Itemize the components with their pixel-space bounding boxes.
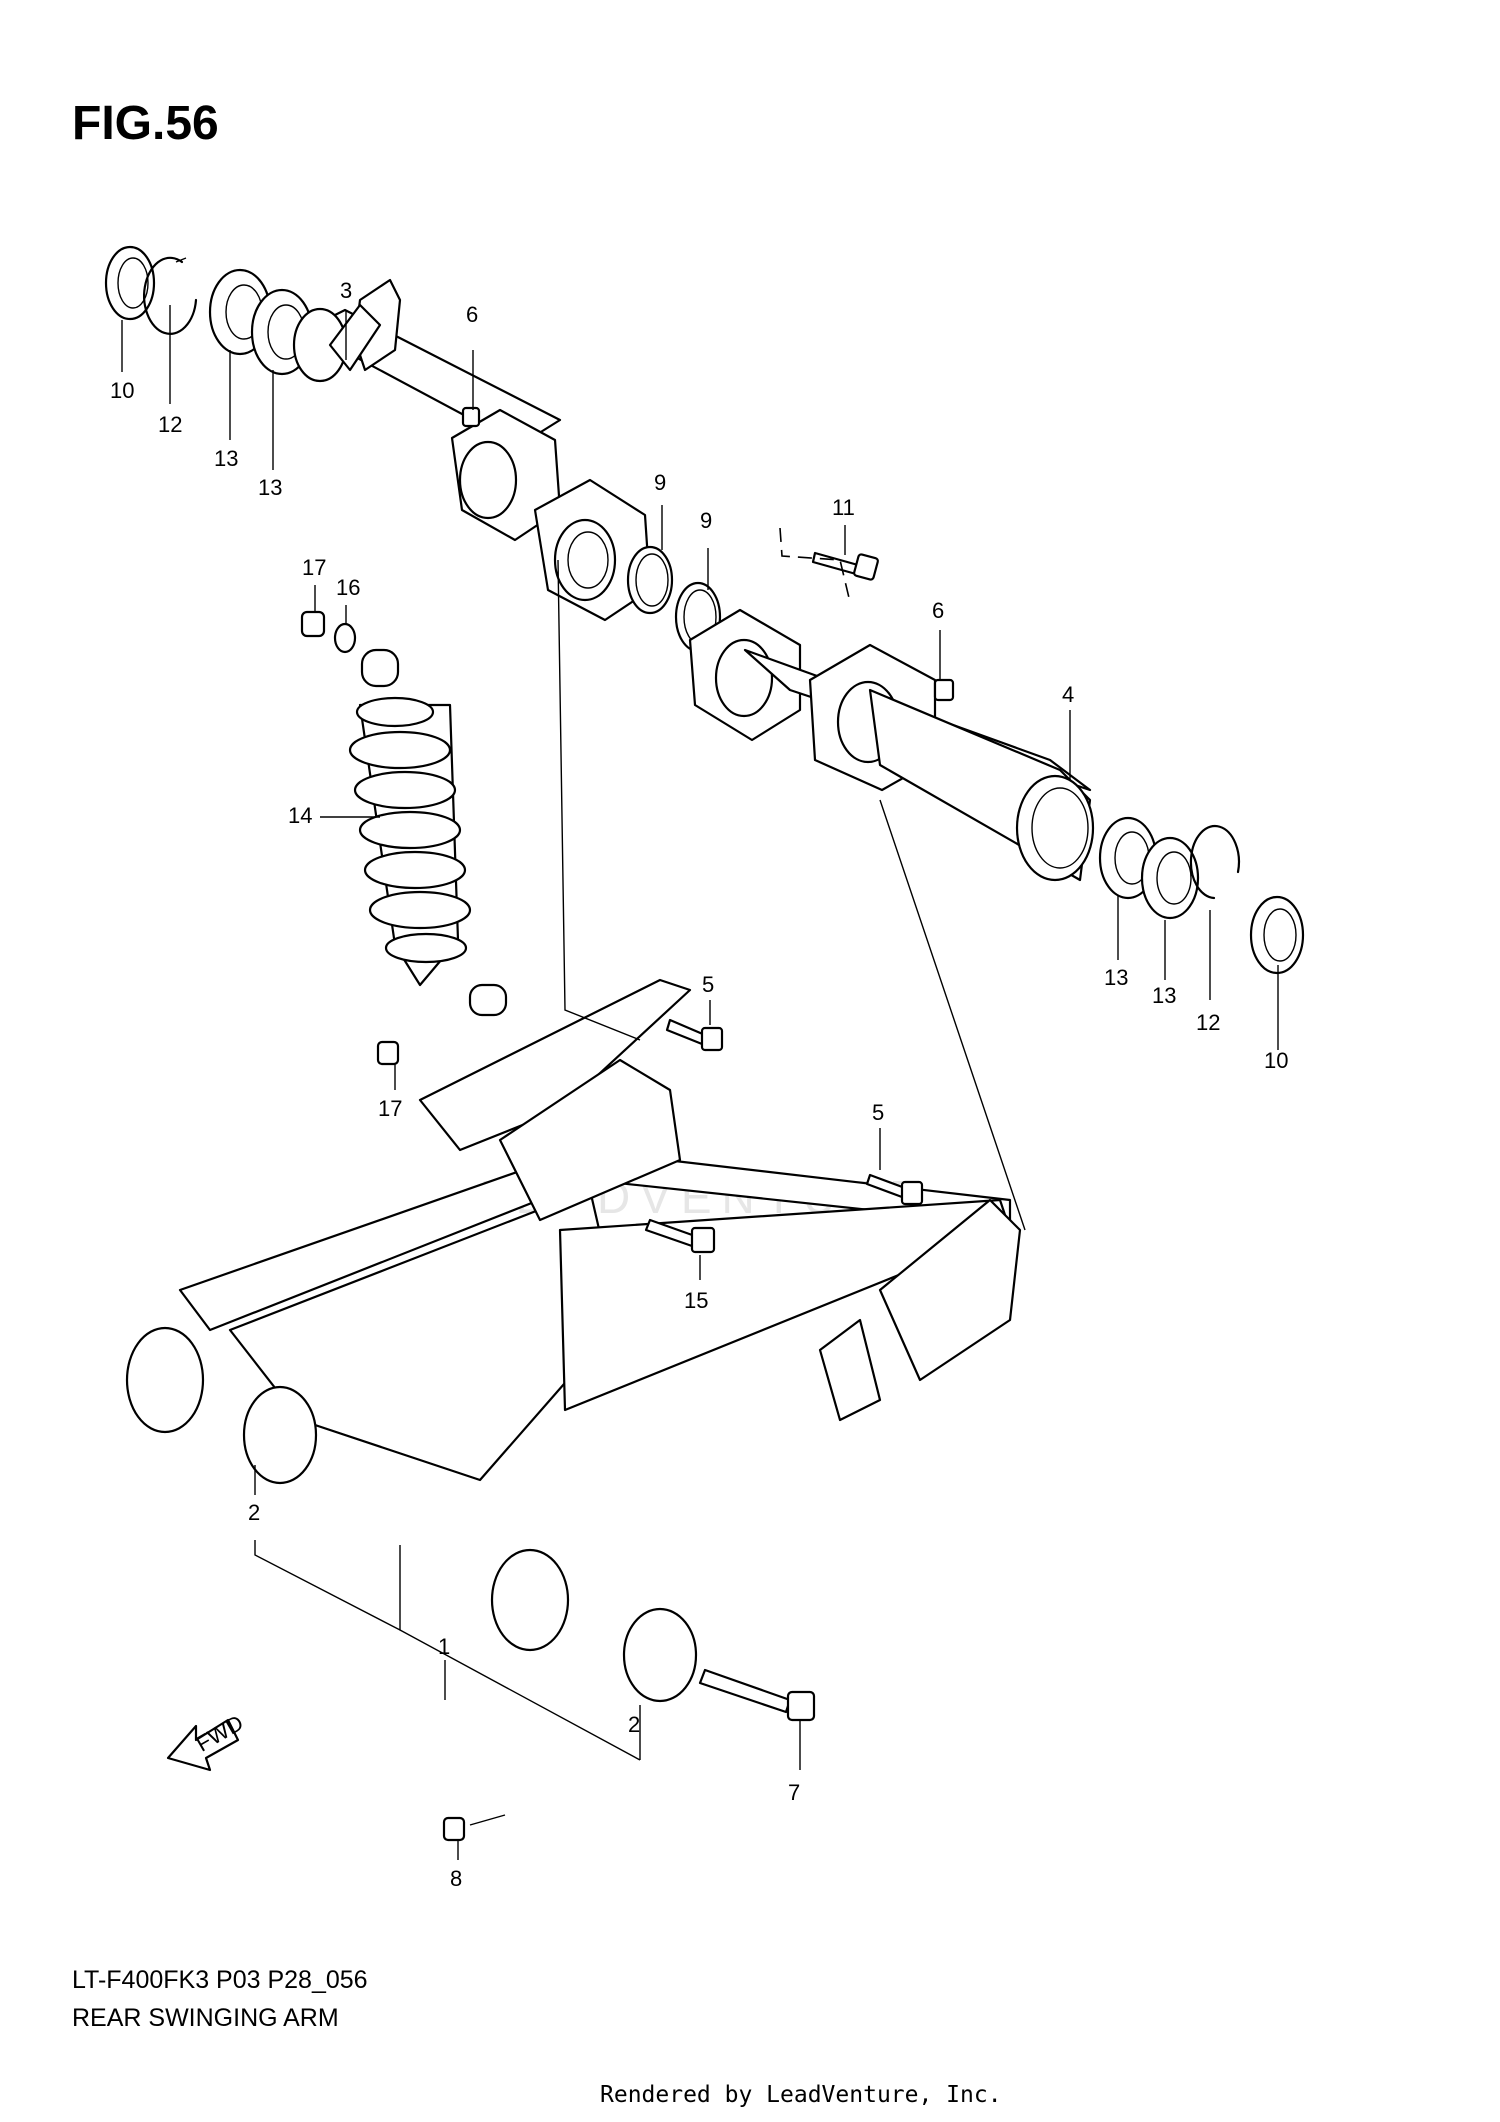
diagram-caption: REAR SWINGING ARM xyxy=(72,2004,339,2032)
callout-9-right: 9 xyxy=(700,508,712,533)
right-bearing-inner xyxy=(1140,836,1200,920)
callout-2-right: 2 xyxy=(628,1712,640,1737)
callout-17-top: 17 xyxy=(302,555,326,580)
pivot-bolt xyxy=(811,551,879,581)
shock-nut xyxy=(300,610,326,638)
fwd-arrow: FWD xyxy=(166,1710,248,1772)
render-credit: Rendered by LeadVenture, Inc. xyxy=(600,2082,1002,2108)
callout-16: 16 xyxy=(336,575,360,600)
left-oil-seal xyxy=(104,245,156,321)
callout-11: 11 xyxy=(832,495,855,520)
right-oil-seal xyxy=(1249,895,1305,975)
callout-3: 3 xyxy=(340,278,352,303)
callout-13-left-outer: 13 xyxy=(214,446,238,471)
callout-13-right-inner: 13 xyxy=(1152,983,1176,1008)
callout-8: 8 xyxy=(450,1866,462,1891)
callout-5-right: 5 xyxy=(872,1100,884,1125)
callout-9-left: 9 xyxy=(654,470,666,495)
callout-13-right-outer: 13 xyxy=(1104,965,1128,990)
shock-lower-bolt xyxy=(644,1218,716,1254)
left-pivot-nut xyxy=(461,406,481,428)
callout-14: 14 xyxy=(288,803,312,828)
callout-7: 7 xyxy=(788,1780,800,1805)
callout-1: 1 xyxy=(438,1634,450,1659)
left-pivot-shaft-housing xyxy=(292,278,652,622)
shock-washer xyxy=(333,622,357,654)
pivot-long-bolt xyxy=(698,1668,816,1722)
right-pivot-nut xyxy=(933,678,955,702)
callout-17-bottom: 17 xyxy=(378,1096,402,1121)
model-code: LT-F400FK3 P03 P28_056 xyxy=(72,1966,368,1994)
callout-10-left: 10 xyxy=(110,378,134,403)
callout-13-left-inner: 13 xyxy=(258,475,282,500)
bracket-nut xyxy=(376,1040,400,1066)
callout-12-left: 12 xyxy=(158,412,182,437)
figure-title: FIG.56 xyxy=(72,97,219,150)
bracket-bolt-left xyxy=(665,1018,724,1052)
callout-2-left: 2 xyxy=(248,1500,260,1525)
callout-12-right: 12 xyxy=(1196,1010,1220,1035)
left-circlip xyxy=(143,256,198,335)
callout-4: 4 xyxy=(1062,682,1074,707)
left-o-ring xyxy=(626,545,674,615)
callout-15: 15 xyxy=(684,1288,708,1313)
callout-10-right: 10 xyxy=(1264,1048,1288,1073)
callout-6-right: 6 xyxy=(932,598,944,623)
pivot-nut-bottom xyxy=(442,1816,466,1842)
bracket-bolt-right xyxy=(865,1173,924,1206)
right-pivot-shaft-housing xyxy=(688,608,1095,882)
swinging-arm xyxy=(125,978,1022,1703)
right-circlip xyxy=(1189,824,1241,900)
callout-5-top: 5 xyxy=(702,972,714,997)
rear-shock-absorber xyxy=(348,648,508,1017)
callout-6-left: 6 xyxy=(466,302,478,327)
